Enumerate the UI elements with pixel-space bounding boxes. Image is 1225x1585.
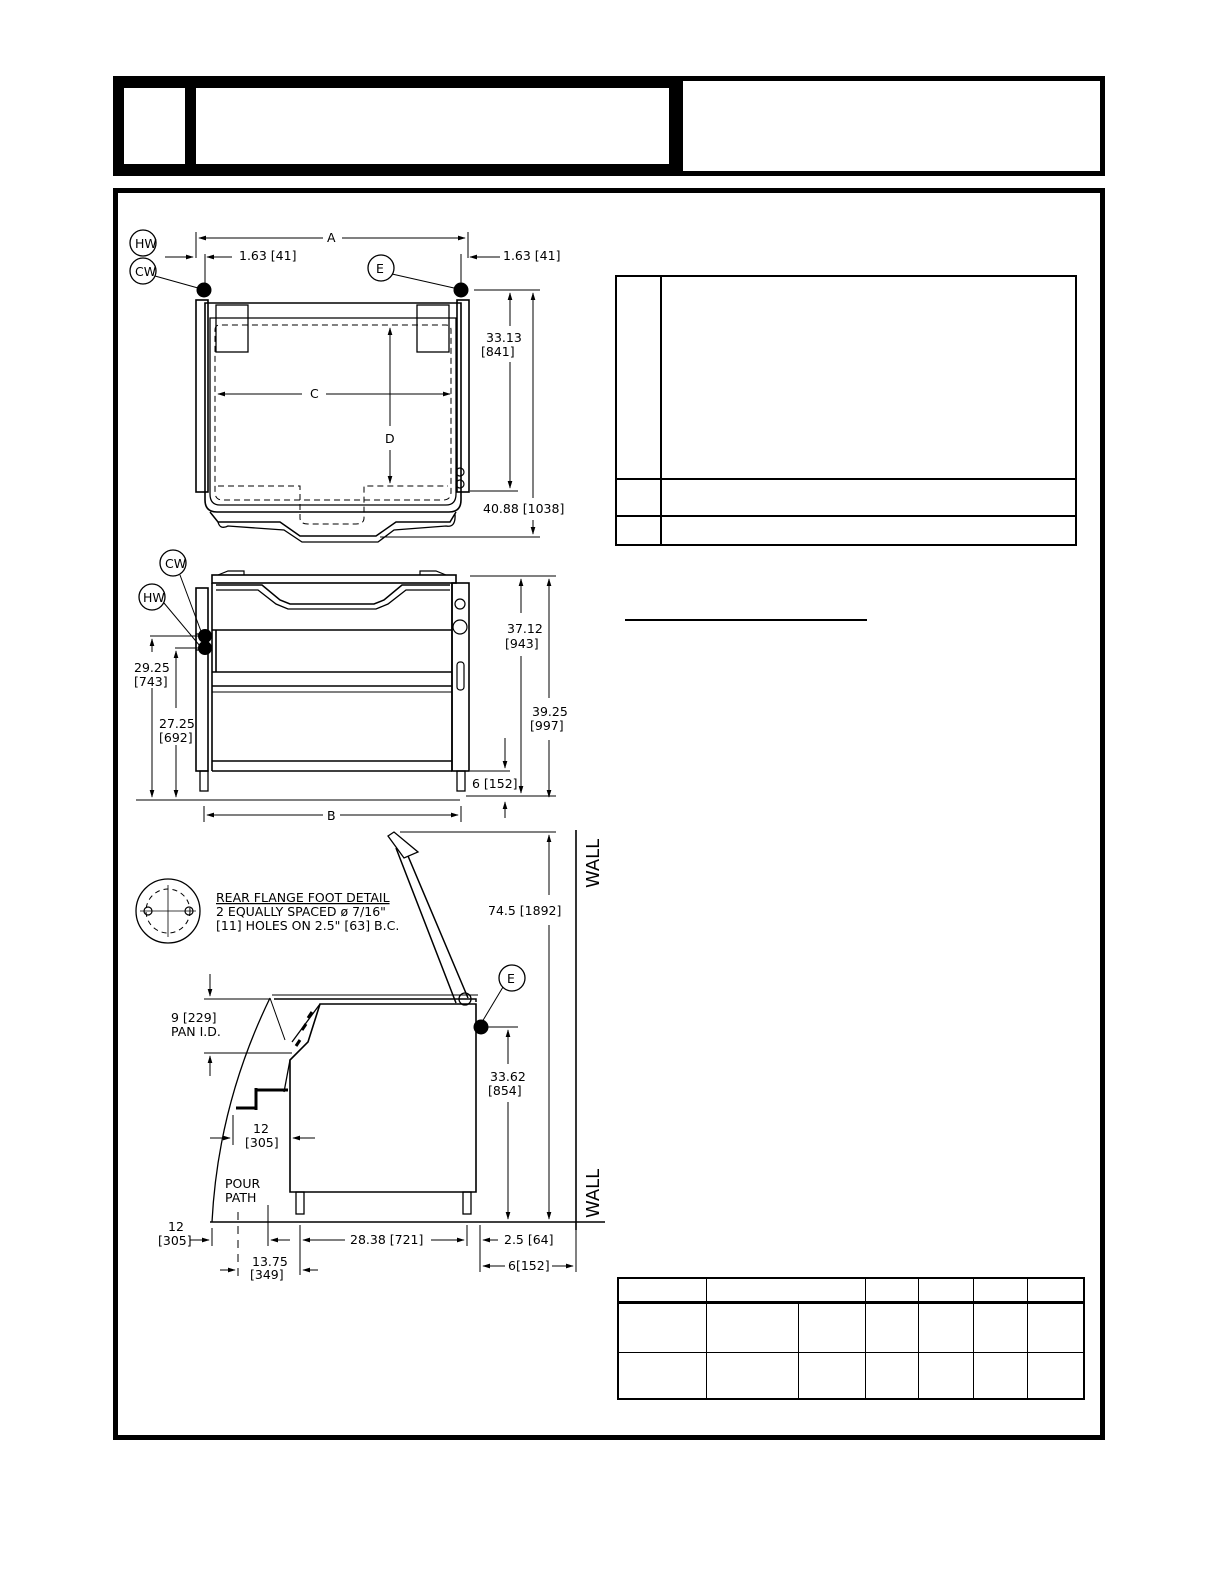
table-cell [1026, 1352, 1085, 1399]
e-callout-label: E [376, 261, 384, 276]
table-cell [972, 1302, 1028, 1353]
table-cell [705, 1352, 799, 1399]
hot-water-connection-point [198, 641, 212, 655]
section-heading-underline [625, 619, 867, 621]
table-cell [705, 1302, 799, 1353]
pour-path-label-2: PATH [225, 1190, 256, 1205]
header-title-box [196, 88, 669, 164]
foot-detail-line-2: [11] HOLES ON 2.5" [63] B.C. [216, 918, 399, 933]
table-header-row [617, 1277, 1085, 1304]
dim-e-height-value: 33.62 [490, 1069, 526, 1084]
info-box-row-line [617, 478, 1075, 480]
info-box-divider [660, 277, 662, 544]
e-callout-label: E [507, 971, 515, 986]
table-header-cell [864, 1277, 919, 1304]
table-header-cell [1026, 1277, 1085, 1304]
table-header-cell [972, 1277, 1028, 1304]
header-code-box [124, 88, 185, 164]
drawing-frame [113, 188, 1105, 1440]
dim-pan-depth: 9 [229] [171, 1010, 217, 1025]
info-box [615, 275, 1077, 546]
dim-hw-height-metric: [743] [134, 674, 168, 689]
foot-detail-title: REAR FLANGE FOOT DETAIL [216, 890, 390, 905]
dim-cw-height-value: 27.25 [159, 716, 195, 731]
table-cell [797, 1302, 866, 1353]
header-right-box [683, 81, 1100, 171]
dim-e-height-metric: [854] [488, 1083, 522, 1098]
pour-path-label-1: POUR [225, 1176, 261, 1191]
side-view [135, 830, 605, 1278]
foot-detail-line-1: 2 EQUALLY SPACED ø 7/16" [216, 904, 386, 919]
dim-cw-height-metric: [692] [159, 730, 193, 745]
table-header-cell [705, 1277, 866, 1304]
dim-leg-height: 6 [152] [472, 776, 518, 791]
dim-overall-height-metric: [997] [530, 718, 564, 733]
wall-label-top: WALL [583, 839, 604, 888]
dim-clearance-value: 12 [253, 1121, 269, 1136]
table-cell [797, 1352, 866, 1399]
table-header-cell [917, 1277, 974, 1304]
cw-callout-label: CW [135, 264, 156, 279]
side-view-labels: REAR FLANGE FOOT DETAIL 2 EQUALLY SPACED… [158, 839, 604, 1282]
dim-overall-depth: 40.88 [1038] [483, 501, 564, 516]
dim-floor-value: 12 [168, 1219, 184, 1234]
dim-d-label: D [385, 431, 395, 446]
dim-a-label: A [327, 230, 336, 245]
dim-hw-height-value: 29.25 [134, 660, 170, 675]
dim-wall-distance: 6[152] [508, 1258, 550, 1273]
dim-depth-value: 33.13 [486, 330, 522, 345]
dim-pan-id-label: PAN I.D. [171, 1024, 221, 1039]
table-cell [1026, 1302, 1085, 1353]
dim-c-label: C [310, 386, 319, 401]
dim-overall-height-value: 39.25 [532, 704, 568, 719]
dim-pour-offset-value: 13.75 [252, 1254, 288, 1269]
front-view [136, 549, 556, 822]
info-box-row-line [617, 515, 1075, 517]
front-view-labels: CW HW 37.12 [943] 39.25 [997] 6 [152] 29… [134, 556, 568, 823]
spec-table [617, 1277, 1085, 1400]
dim-leg-span: 28.38 [721] [350, 1232, 423, 1247]
cw-callout-label: CW [165, 556, 186, 571]
table-header-cell [617, 1277, 707, 1304]
plan-view [129, 229, 540, 543]
dim-clearance-metric: [305] [245, 1135, 279, 1150]
dim-wall-clearance: 2.5 [64] [504, 1232, 554, 1247]
dim-left-offset: 1.63 [41] [239, 248, 296, 263]
table-row [617, 1352, 1085, 1399]
cold-water-connection-point [196, 282, 212, 298]
table-cell [617, 1352, 707, 1399]
hw-callout-label: HW [135, 236, 157, 251]
dim-height-value: 37.12 [507, 621, 543, 636]
cold-water-connection-point [198, 629, 212, 643]
electrical-connection-point [453, 282, 469, 298]
table-cell [917, 1352, 974, 1399]
dim-height-metric: [943] [505, 636, 539, 651]
dim-right-offset: 1.63 [41] [503, 248, 560, 263]
electrical-connection-point [473, 1019, 489, 1035]
plan-view-labels: HW CW E A 1.63 [41] 1.63 [41] C D 33.13 … [135, 230, 564, 516]
wall-label-bottom: WALL [583, 1169, 604, 1218]
table-cell [864, 1352, 919, 1399]
table-cell [972, 1352, 1028, 1399]
hw-callout-label: HW [143, 590, 165, 605]
dim-depth-metric: [841] [481, 344, 515, 359]
dim-tilt-height: 74.5 [1892] [488, 903, 561, 918]
dim-floor-metric: [305] [158, 1233, 192, 1248]
dim-pour-offset-metric: [349] [250, 1267, 284, 1282]
dim-b-label: B [327, 808, 336, 823]
